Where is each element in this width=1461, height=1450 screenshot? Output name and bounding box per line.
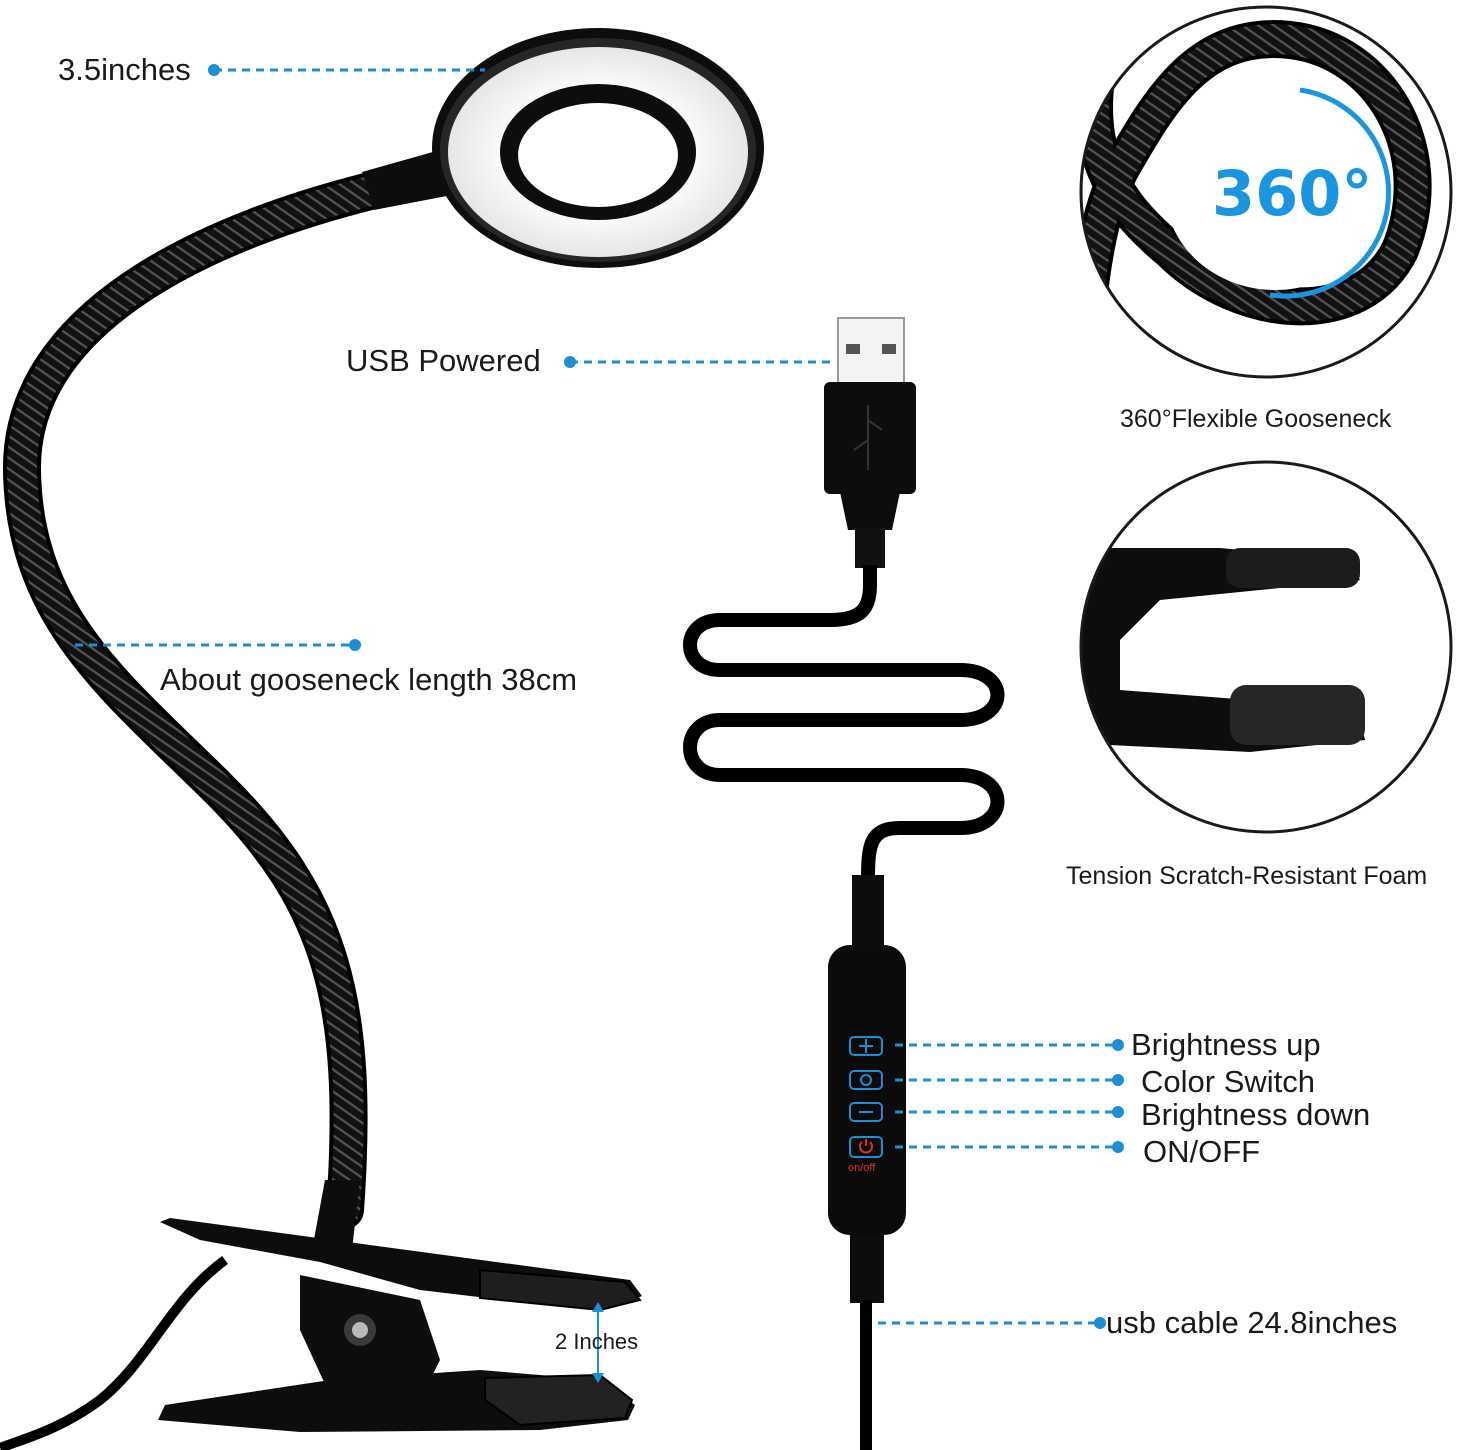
color-switch-label: Color Switch: [1141, 1064, 1315, 1099]
cable-length-label: usb cable 24.8inches: [1106, 1305, 1398, 1340]
inset-foam-clip: [1079, 460, 1453, 834]
foam-caption: Tension Scratch-Resistant Foam: [1066, 862, 1428, 890]
usb-powered-label: USB Powered: [346, 343, 541, 378]
usb-plug: [824, 317, 916, 568]
cycle-icon: [849, 1070, 883, 1090]
brightness-up-label: Brightness up: [1131, 1027, 1321, 1062]
clip-opening-label: 2 Inches: [555, 1329, 639, 1354]
leader-lines: [75, 64, 1124, 1383]
plus-icon: [849, 1036, 883, 1056]
power-icon: [849, 1136, 883, 1158]
degree-badge: 360°: [1212, 157, 1373, 230]
gooseneck-length-label: About gooseneck length 38cm: [160, 662, 578, 697]
brightness-down-label: Brightness down: [1141, 1097, 1371, 1132]
clamp-clip: [0, 1218, 642, 1450]
ring-size-label: 3.5inches: [58, 52, 191, 87]
gooseneck-caption: 360°Flexible Gooseneck: [1120, 405, 1392, 433]
inline-switch: [828, 945, 906, 1235]
ring-light-head: [432, 28, 764, 268]
minus-icon: [849, 1102, 883, 1122]
switch-onoff-text: on/off: [848, 1162, 876, 1174]
on-off-label: ON/OFF: [1143, 1134, 1261, 1169]
gooseneck: [2, 150, 452, 1250]
usb-cable: [683, 565, 1005, 1450]
inset-gooseneck: [1079, 5, 1453, 379]
